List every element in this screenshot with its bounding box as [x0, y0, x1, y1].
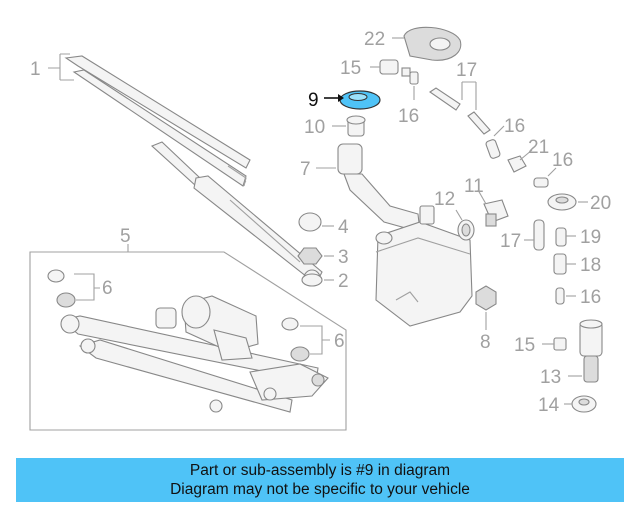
- callout-11: 11: [464, 176, 484, 197]
- grommet-pair-right: 6: [281, 317, 345, 362]
- callout-12: 12: [434, 189, 455, 210]
- connector-15-top: 15: [340, 58, 411, 79]
- callout-15-bottom: 15: [514, 335, 535, 356]
- hose-17-right: 17: [500, 219, 545, 252]
- washer-reservoir: [375, 205, 473, 327]
- hose-joint-21: 21: [507, 137, 549, 173]
- pump-grommet-14: 14: [538, 395, 597, 416]
- callout-6-left: 6: [102, 278, 113, 299]
- callout-16-b: 16: [504, 116, 525, 137]
- callout-16-d: 16: [580, 287, 601, 308]
- callout-21: 21: [528, 137, 549, 158]
- linkage-assembly-box: 5: [29, 226, 347, 431]
- pump-seal-12: 12: [434, 189, 475, 241]
- callout-19: 19: [580, 227, 601, 248]
- callout-6-right: 6: [334, 331, 345, 352]
- plug-16-a: 16: [398, 71, 419, 127]
- callout-20: 20: [590, 193, 611, 214]
- arm-washer: 2: [301, 271, 349, 292]
- plug-16-d: 16: [555, 287, 601, 308]
- callout-22: 22: [364, 29, 385, 50]
- callout-16-a: 16: [398, 106, 419, 127]
- grommet-pair-left: 6: [47, 269, 113, 308]
- hose-17-top: 17: [429, 60, 491, 135]
- wiper-blade-assembly: [64, 55, 251, 187]
- callout-1: 1: [30, 59, 41, 80]
- callout-15-top: 15: [340, 58, 361, 79]
- info-banner: Part or sub-assembly is #9 in diagram Di…: [16, 458, 624, 502]
- callout-17-top: 17: [456, 60, 477, 81]
- level-sensor-11: 11: [464, 176, 509, 227]
- plug-16-c: 16: [533, 150, 573, 188]
- connector-15-bottom: 15: [514, 335, 567, 356]
- connector-18: 18: [553, 253, 601, 276]
- callout-10: 10: [304, 117, 325, 138]
- washer-pump-13: 13: [540, 319, 603, 388]
- wiper-linkage: [60, 314, 329, 413]
- arm-nut: 3: [297, 247, 349, 268]
- callout-8: 8: [480, 332, 491, 353]
- banner-line-1: Part or sub-assembly is #9 in diagram: [189, 462, 451, 479]
- washer-nozzle: 22: [364, 26, 462, 61]
- callout-3: 3: [338, 247, 349, 268]
- banner-line-2: Diagram may not be specific to your vehi…: [170, 481, 470, 498]
- callout-14: 14: [538, 395, 560, 416]
- callout-16-c: 16: [552, 150, 573, 171]
- grommet-20: 20: [547, 193, 611, 214]
- callout-5: 5: [120, 226, 131, 247]
- bolt-8: 8: [475, 285, 497, 353]
- callout-18: 18: [580, 255, 601, 276]
- callout-4: 4: [338, 217, 349, 238]
- callout-2: 2: [338, 271, 349, 292]
- wiper-arm: [150, 141, 323, 287]
- filler-cap-10: 10: [304, 115, 366, 138]
- callout-9: 9: [308, 90, 319, 111]
- wiper-motor: [155, 295, 259, 361]
- callout-7: 7: [300, 159, 311, 180]
- callout-17-right: 17: [500, 231, 521, 252]
- arm-cap: 4: [298, 212, 349, 238]
- highlighted-part-9: 9: [308, 90, 381, 111]
- plug-16-b: 16: [485, 116, 525, 159]
- callout-13: 13: [540, 367, 561, 388]
- check-valve-19: 19: [555, 227, 601, 248]
- callout-group-1: 1: [30, 53, 74, 81]
